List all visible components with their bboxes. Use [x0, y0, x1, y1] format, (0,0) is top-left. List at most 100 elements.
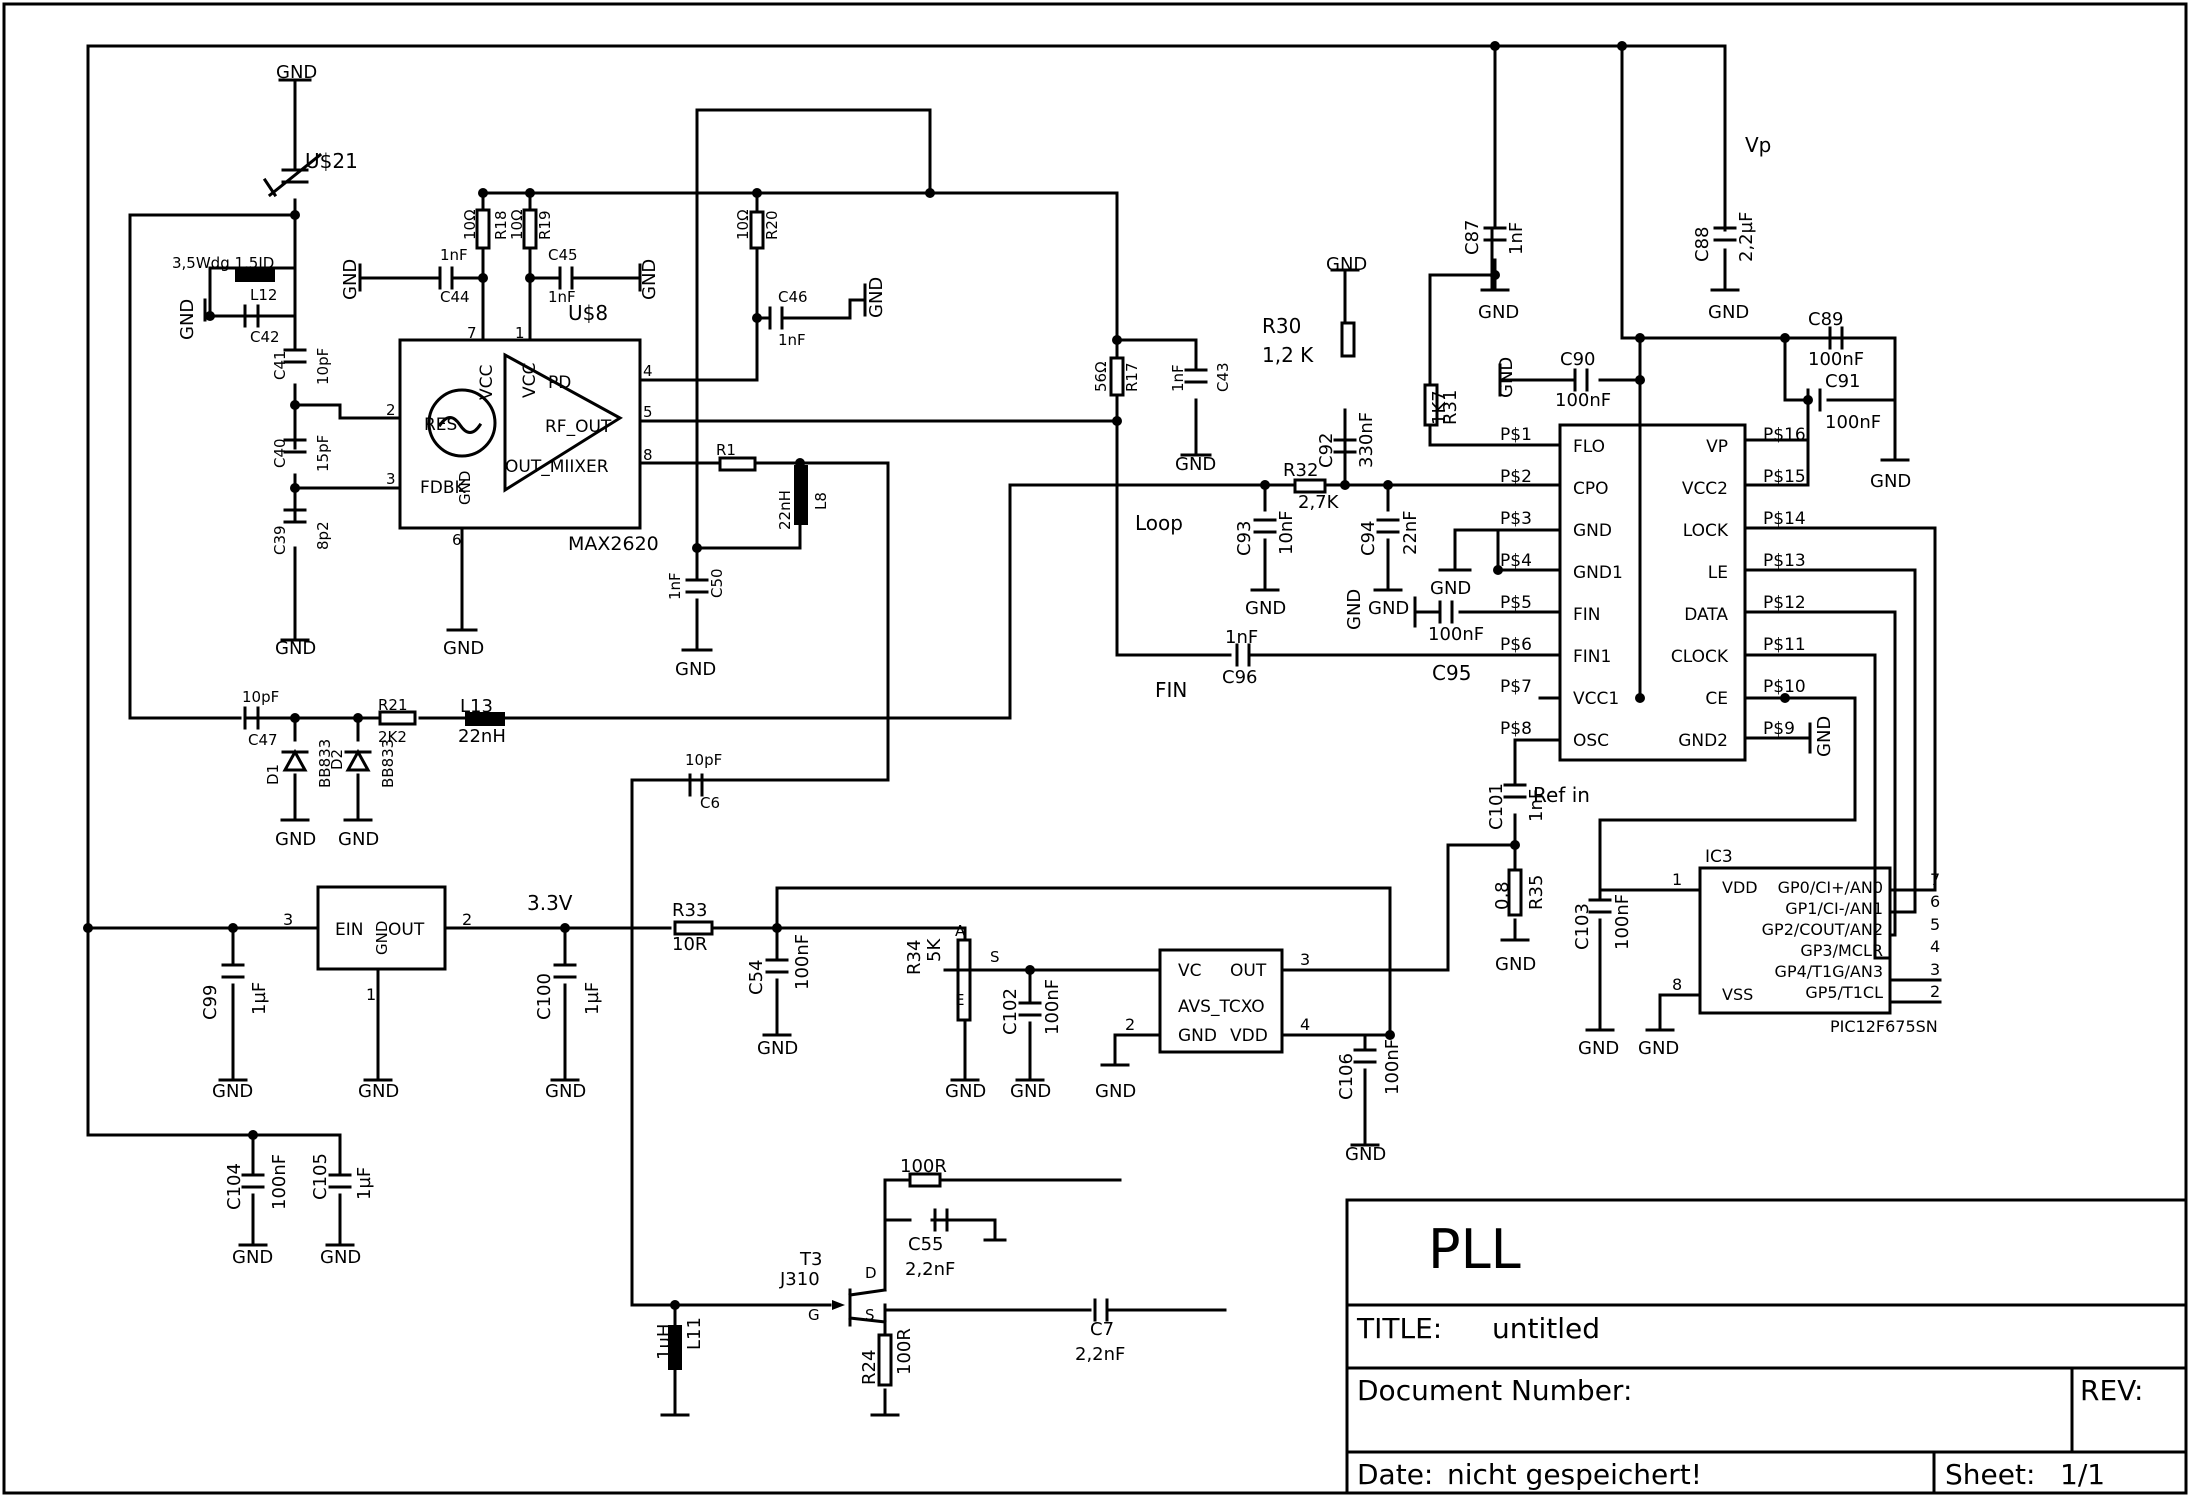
pin-fdbk: FDBK — [420, 478, 467, 498]
tcxo-pin-gnd: GND — [1178, 1026, 1217, 1046]
pad-p2: P$2 — [1500, 467, 1532, 487]
c55-value: 2,2nF — [905, 1259, 955, 1280]
c89-value: 100nF — [1808, 349, 1864, 370]
c100-name: C100 — [534, 973, 555, 1020]
c103-value: 100nF — [1612, 894, 1633, 950]
gnd-label: GND — [275, 829, 316, 850]
pin-num-3: 3 — [386, 470, 396, 488]
sheet-label: Sheet: — [1945, 1458, 2035, 1491]
c99-name: C99 — [200, 985, 221, 1020]
c43-value: 1nF — [1169, 364, 1187, 392]
pin-gnd1: GND1 — [1573, 563, 1623, 583]
c94-value: 22nF — [1400, 510, 1421, 555]
c55-name: C55 — [908, 1234, 943, 1255]
c7-name: C7 — [1090, 1319, 1114, 1340]
sheet-name: PLL — [1428, 1218, 1521, 1281]
tcxo: VC OUT AVS_TCXO GND VDD 3 2 4 — [1125, 948, 1310, 1054]
r30-value: 1,2 K — [1262, 343, 1314, 367]
reg-pin-out: OUT — [388, 920, 425, 940]
pad-p1: P$1 — [1500, 425, 1532, 445]
c88-value: 2,2µF — [1736, 212, 1757, 262]
gnd-label: GND — [1496, 357, 1517, 398]
gnd-label: GND — [1430, 578, 1471, 599]
pic-pin-gp0: GP0/CI+/AN0 — [1778, 878, 1883, 897]
gnd-label: GND — [338, 829, 379, 850]
gnd-label: GND — [639, 259, 660, 300]
pin-clock: CLOCK — [1671, 647, 1729, 667]
gnd-label: GND — [757, 1038, 798, 1059]
pic-num-7: 7 — [1930, 870, 1940, 889]
c91-value: 100nF — [1825, 412, 1881, 433]
pad-p6: P$6 — [1500, 635, 1532, 655]
c45-name: C45 — [548, 246, 578, 264]
gnd-label: GND — [340, 259, 361, 300]
r33-value: 10R — [672, 934, 707, 955]
r33-name: R33 — [672, 900, 707, 921]
r17-name: R17 — [1123, 362, 1141, 392]
pin-vcc-b: VCC — [520, 363, 540, 398]
gnd-label: GND — [945, 1081, 986, 1102]
junction-dots — [83, 41, 1813, 1310]
c99-value: 1µF — [249, 982, 270, 1015]
c88-name: C88 — [1692, 227, 1713, 262]
pin-osc: OSC — [1573, 731, 1609, 751]
gnd-label: GND — [545, 1081, 586, 1102]
pic-pin-gp3: GP3/MCLR — [1800, 941, 1883, 960]
pic-pin-vss: VSS — [1722, 985, 1753, 1004]
r31-name: R31 — [1440, 390, 1461, 425]
pin-num-7: 7 — [467, 324, 477, 342]
regulator: EIN OUT GND 3 2 1 — [283, 885, 472, 1082]
t3-name: T3 — [799, 1249, 822, 1270]
date-value: nicht gespeichert! — [1447, 1458, 1702, 1491]
l11-value: 1µH — [654, 1324, 675, 1360]
tcxo-num-4: 4 — [1300, 1015, 1310, 1034]
pin-rf-out: RF_OUT — [545, 417, 612, 437]
l12-note: 3,5Wdg 1,5ID — [172, 254, 274, 272]
pic-num-1: 1 — [1672, 870, 1682, 889]
c92-name: C92 — [1316, 433, 1337, 468]
c91-name: C91 — [1825, 371, 1860, 392]
c54-name: C54 — [746, 960, 767, 995]
date-label: Date: — [1357, 1458, 1433, 1491]
pin-vp: VP — [1706, 437, 1728, 457]
pic-pin-gp2: GP2/COUT/AN2 — [1762, 920, 1883, 939]
c6-name: C6 — [700, 794, 720, 812]
tcxo-pin-vc: VC — [1178, 961, 1202, 981]
c106-name: C106 — [1336, 1053, 1357, 1100]
pad-p4: P$4 — [1500, 551, 1532, 571]
pad-p13: P$13 — [1763, 551, 1806, 571]
r18-value: 10Ω — [461, 209, 479, 240]
c96-name: C96 — [1222, 667, 1257, 688]
r32-name: R32 — [1283, 460, 1318, 481]
gnd-label: GND — [1344, 589, 1365, 630]
c50-value: 1nF — [666, 572, 684, 600]
pin-vcc2: VCC2 — [1682, 479, 1728, 499]
fin-label: FIN — [1155, 678, 1187, 702]
pic-part: PIC12F675SN — [1830, 1017, 1938, 1036]
c104-value: 100nF — [269, 1154, 290, 1210]
pad-p5: P$5 — [1500, 593, 1532, 613]
gnd-label: GND — [1326, 254, 1367, 275]
r20-value: 10Ω — [734, 209, 752, 240]
r34-pin-e: E — [955, 991, 964, 1009]
r19-value: 10Ω — [508, 209, 526, 240]
c100-value: 1µF — [582, 982, 603, 1015]
pad-p8: P$8 — [1500, 719, 1532, 739]
d1-value: BB833 — [316, 739, 334, 788]
title-label: TITLE: — [1356, 1312, 1442, 1345]
c93-name: C93 — [1234, 521, 1255, 556]
r31-value: 1K7 — [1429, 390, 1450, 425]
pic-num-3: 3 — [1930, 960, 1940, 979]
t3-pin-d: D — [865, 1264, 877, 1282]
c40-name: C40 — [271, 438, 289, 468]
sheet-value: 1/1 — [2060, 1458, 2105, 1491]
l8-value: 22nH — [776, 490, 794, 530]
pic-num-2: 2 — [1930, 982, 1940, 1001]
pin-num-1: 1 — [515, 324, 525, 342]
pin-le: LE — [1708, 563, 1728, 583]
pin-num-6: 6 — [452, 531, 462, 549]
loop-label: Loop — [1135, 511, 1183, 535]
tcxo-num-3: 3 — [1300, 950, 1310, 969]
c42-name: C42 — [250, 328, 280, 346]
